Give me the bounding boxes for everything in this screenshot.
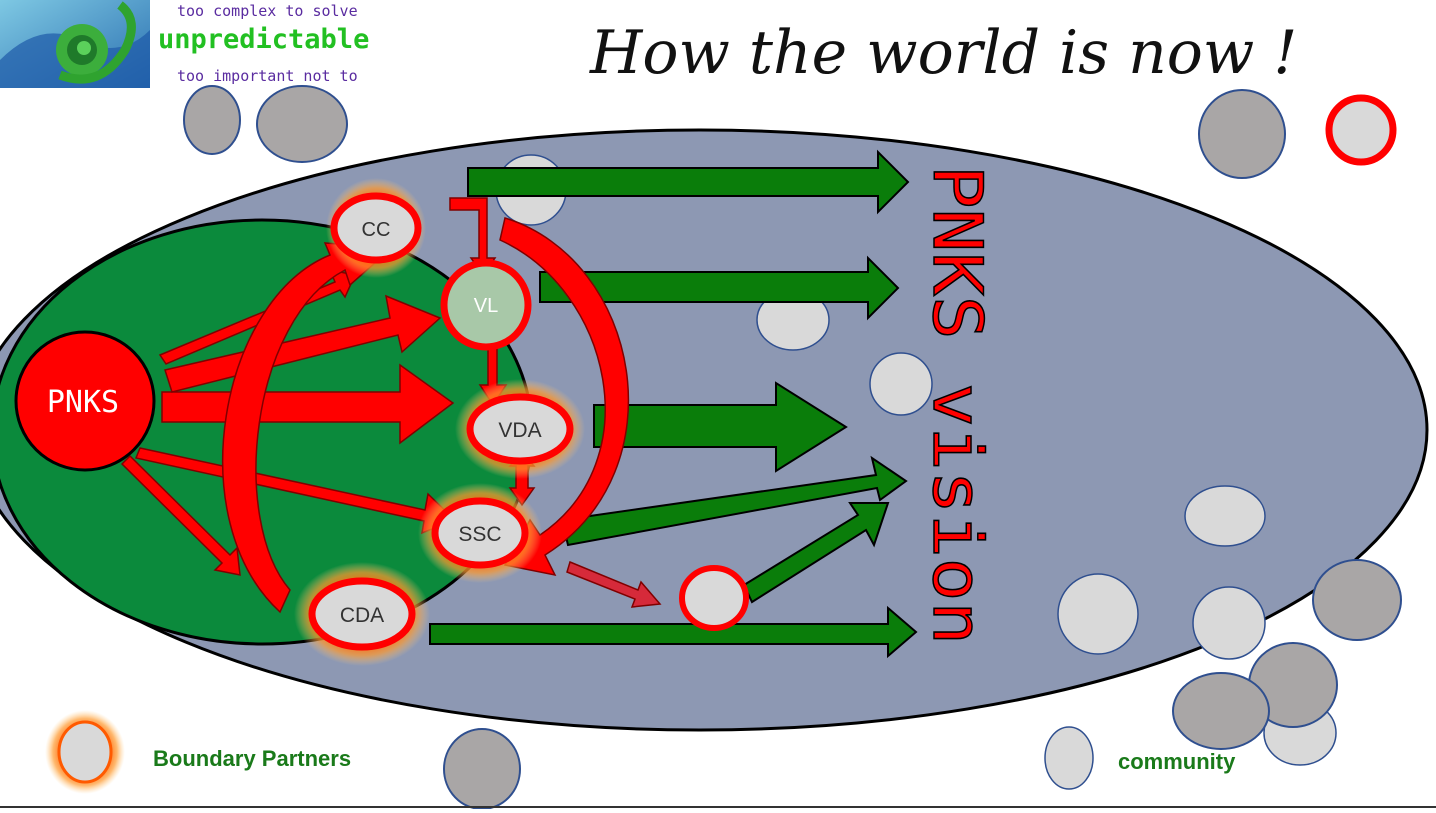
node-labels: PNKS CC VL VDA SSC CDA (47, 219, 542, 627)
node-ssc[interactable] (431, 497, 529, 569)
community-circle (443, 728, 521, 810)
boundary-partner-nodes (294, 178, 749, 666)
page-title: How the world is now ! (590, 18, 1298, 88)
node-vl[interactable] (440, 259, 532, 351)
red-arrow (566, 560, 662, 608)
green-arrow (467, 149, 910, 215)
community-circle (1184, 485, 1266, 547)
community-circle (869, 352, 933, 416)
red-ring-circle (1325, 94, 1397, 166)
tagline-line3: too important not to (177, 67, 358, 85)
community-circle (1172, 672, 1270, 750)
community-circle (1312, 559, 1402, 641)
legend-community-circle (1044, 726, 1094, 790)
vision-label: PNKS vision (917, 165, 996, 645)
node-cda[interactable] (308, 577, 416, 651)
tagline-line2: unpredictable (158, 24, 370, 55)
red-arrow (164, 294, 442, 393)
node-cc[interactable] (330, 192, 422, 264)
community-circle (256, 85, 348, 163)
tagline-line1: too complex to solve (177, 2, 358, 20)
community-circle (1192, 586, 1266, 660)
legend-boundary-partners: Boundary Partners (153, 746, 352, 771)
legend-boundary-partner-circle (57, 720, 113, 784)
label-vl: VL (474, 295, 498, 317)
spiral-wave-logo-icon (0, 0, 150, 88)
community-circle (1057, 573, 1139, 655)
red-arrow (120, 454, 241, 576)
label-ssc: SSC (458, 523, 501, 546)
label-cc: CC (362, 219, 391, 241)
community-circle (183, 85, 241, 155)
label-vda: VDA (498, 419, 541, 442)
green-arrow (742, 502, 890, 604)
node-pnks[interactable] (14, 330, 156, 472)
label-cda: CDA (340, 604, 384, 627)
red-arrow (158, 268, 357, 365)
label-pnks: PNKS (47, 385, 119, 420)
green-arrow (429, 605, 918, 659)
community-circle (1198, 89, 1286, 179)
green-arrow (593, 381, 848, 473)
node-vda[interactable] (466, 393, 574, 465)
red-curved-arrow (499, 217, 630, 577)
red-arrow (161, 363, 455, 445)
bottom-divider (0, 806, 1436, 808)
legend-community: community (1118, 749, 1236, 774)
node-small-red-ring (679, 565, 749, 631)
green-arrows (429, 149, 918, 659)
green-arrow (560, 455, 908, 547)
